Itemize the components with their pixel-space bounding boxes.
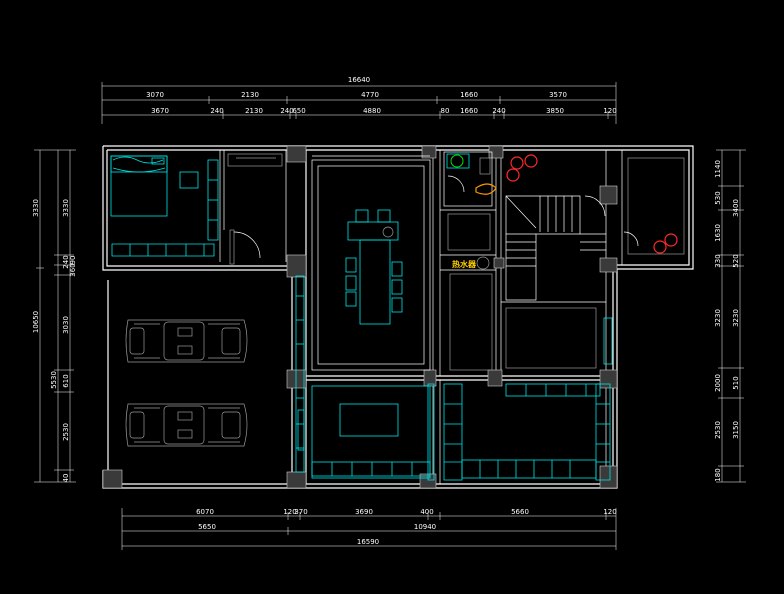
water-heater-label: 热水器 xyxy=(452,259,477,269)
dim-right-outer-5: 3150 xyxy=(732,421,740,439)
dim-right-inner-4: 330 xyxy=(714,254,722,267)
dim-left-outer-2: 10650 xyxy=(32,311,40,333)
dim-bot2-2: 10940 xyxy=(414,523,436,531)
dining-hall xyxy=(311,155,431,371)
dim-top2-5: 650 xyxy=(292,107,305,115)
dim-left-inner-6: 610 xyxy=(62,374,70,387)
dim-top-2: 2130 xyxy=(241,91,259,99)
dim-right-inner-6: 2000 xyxy=(714,374,722,392)
dim-bot-7: 120 xyxy=(603,508,616,516)
columns xyxy=(102,145,618,489)
dim-right-inner-1: 1140 xyxy=(714,160,722,178)
dim-top2-3: 2130 xyxy=(245,107,263,115)
dim-top-total: 16640 xyxy=(348,76,370,84)
dim-top2-2: 240 xyxy=(210,107,223,115)
dim-top2-4: 240 xyxy=(280,107,293,115)
dim-right-outer-4: 510 xyxy=(732,376,740,389)
marker-icon xyxy=(524,154,538,168)
dim-left-inner-7: 2530 xyxy=(62,423,70,441)
dim-top-4: 1660 xyxy=(460,91,478,99)
dim-right-inner-3: 1630 xyxy=(714,224,722,242)
garage-wall-trim xyxy=(295,275,305,473)
wc xyxy=(443,151,497,207)
marker-icon xyxy=(664,233,678,247)
dim-bot-4: 3690 xyxy=(355,508,373,516)
closet-block xyxy=(447,213,493,371)
dim-top2-8: 1660 xyxy=(460,107,478,115)
dim-right-inner-5: 3230 xyxy=(714,309,722,327)
staircase xyxy=(505,195,606,301)
dim-left-inner-4: 90 xyxy=(69,256,77,265)
dim-top2-7: 80 xyxy=(441,107,450,115)
dim-bot-6: 5660 xyxy=(511,508,529,516)
dim-top-1: 3070 xyxy=(146,91,164,99)
dim-right-inner-7: 2530 xyxy=(714,421,722,439)
bedroom xyxy=(110,155,219,257)
lounge xyxy=(427,383,611,481)
dimension-lines xyxy=(34,82,746,550)
dimension-text: 16640 3070 2130 4770 1660 3570 3670 240 … xyxy=(32,76,740,546)
dim-bot-3: 370 xyxy=(294,508,307,516)
car-top xyxy=(125,319,248,363)
dim-left-inner-2: 240 xyxy=(62,255,70,268)
marker-icon xyxy=(653,240,667,254)
dim-left-outer-1: 3330 xyxy=(32,199,40,217)
dim-top-5: 3570 xyxy=(549,91,567,99)
marker-icons xyxy=(506,154,678,254)
dim-top2-6: 4880 xyxy=(363,107,381,115)
dim-right-outer-1: 3400 xyxy=(732,199,740,217)
dim-left-inner-3: 360 xyxy=(69,263,77,276)
marker-icon xyxy=(506,168,520,182)
dim-right-outer-3: 3230 xyxy=(732,309,740,327)
dim-right-inner-8: 180 xyxy=(714,468,722,481)
right-room xyxy=(505,157,685,369)
dim-top-3: 4770 xyxy=(361,91,379,99)
dim-bot-2: 120 xyxy=(283,508,296,516)
marker-icon xyxy=(510,156,524,170)
dim-bot2-1: 5650 xyxy=(198,523,216,531)
dim-top2-10: 3850 xyxy=(546,107,564,115)
car-bottom xyxy=(125,403,248,447)
dim-left-inner-1: 3330 xyxy=(62,199,70,217)
dim-top2-9: 240 xyxy=(492,107,505,115)
dim-left-inner-8: 40 xyxy=(62,474,70,483)
dim-right-inner-2: 530 xyxy=(714,191,722,204)
storage-room xyxy=(227,153,283,265)
dim-top2-1: 3670 xyxy=(151,107,169,115)
dim-left-inner-5: 3030 xyxy=(62,316,70,334)
dim-right-outer-2: 520 xyxy=(732,254,740,267)
dim-top2-11: 120 xyxy=(603,107,616,115)
living-room xyxy=(297,385,431,479)
dim-left-outer-3: 5530 xyxy=(50,371,58,389)
dim-bot-5: 400 xyxy=(420,508,433,516)
dim-bot-total: 16590 xyxy=(357,538,379,546)
dim-bot-1: 6070 xyxy=(196,508,214,516)
